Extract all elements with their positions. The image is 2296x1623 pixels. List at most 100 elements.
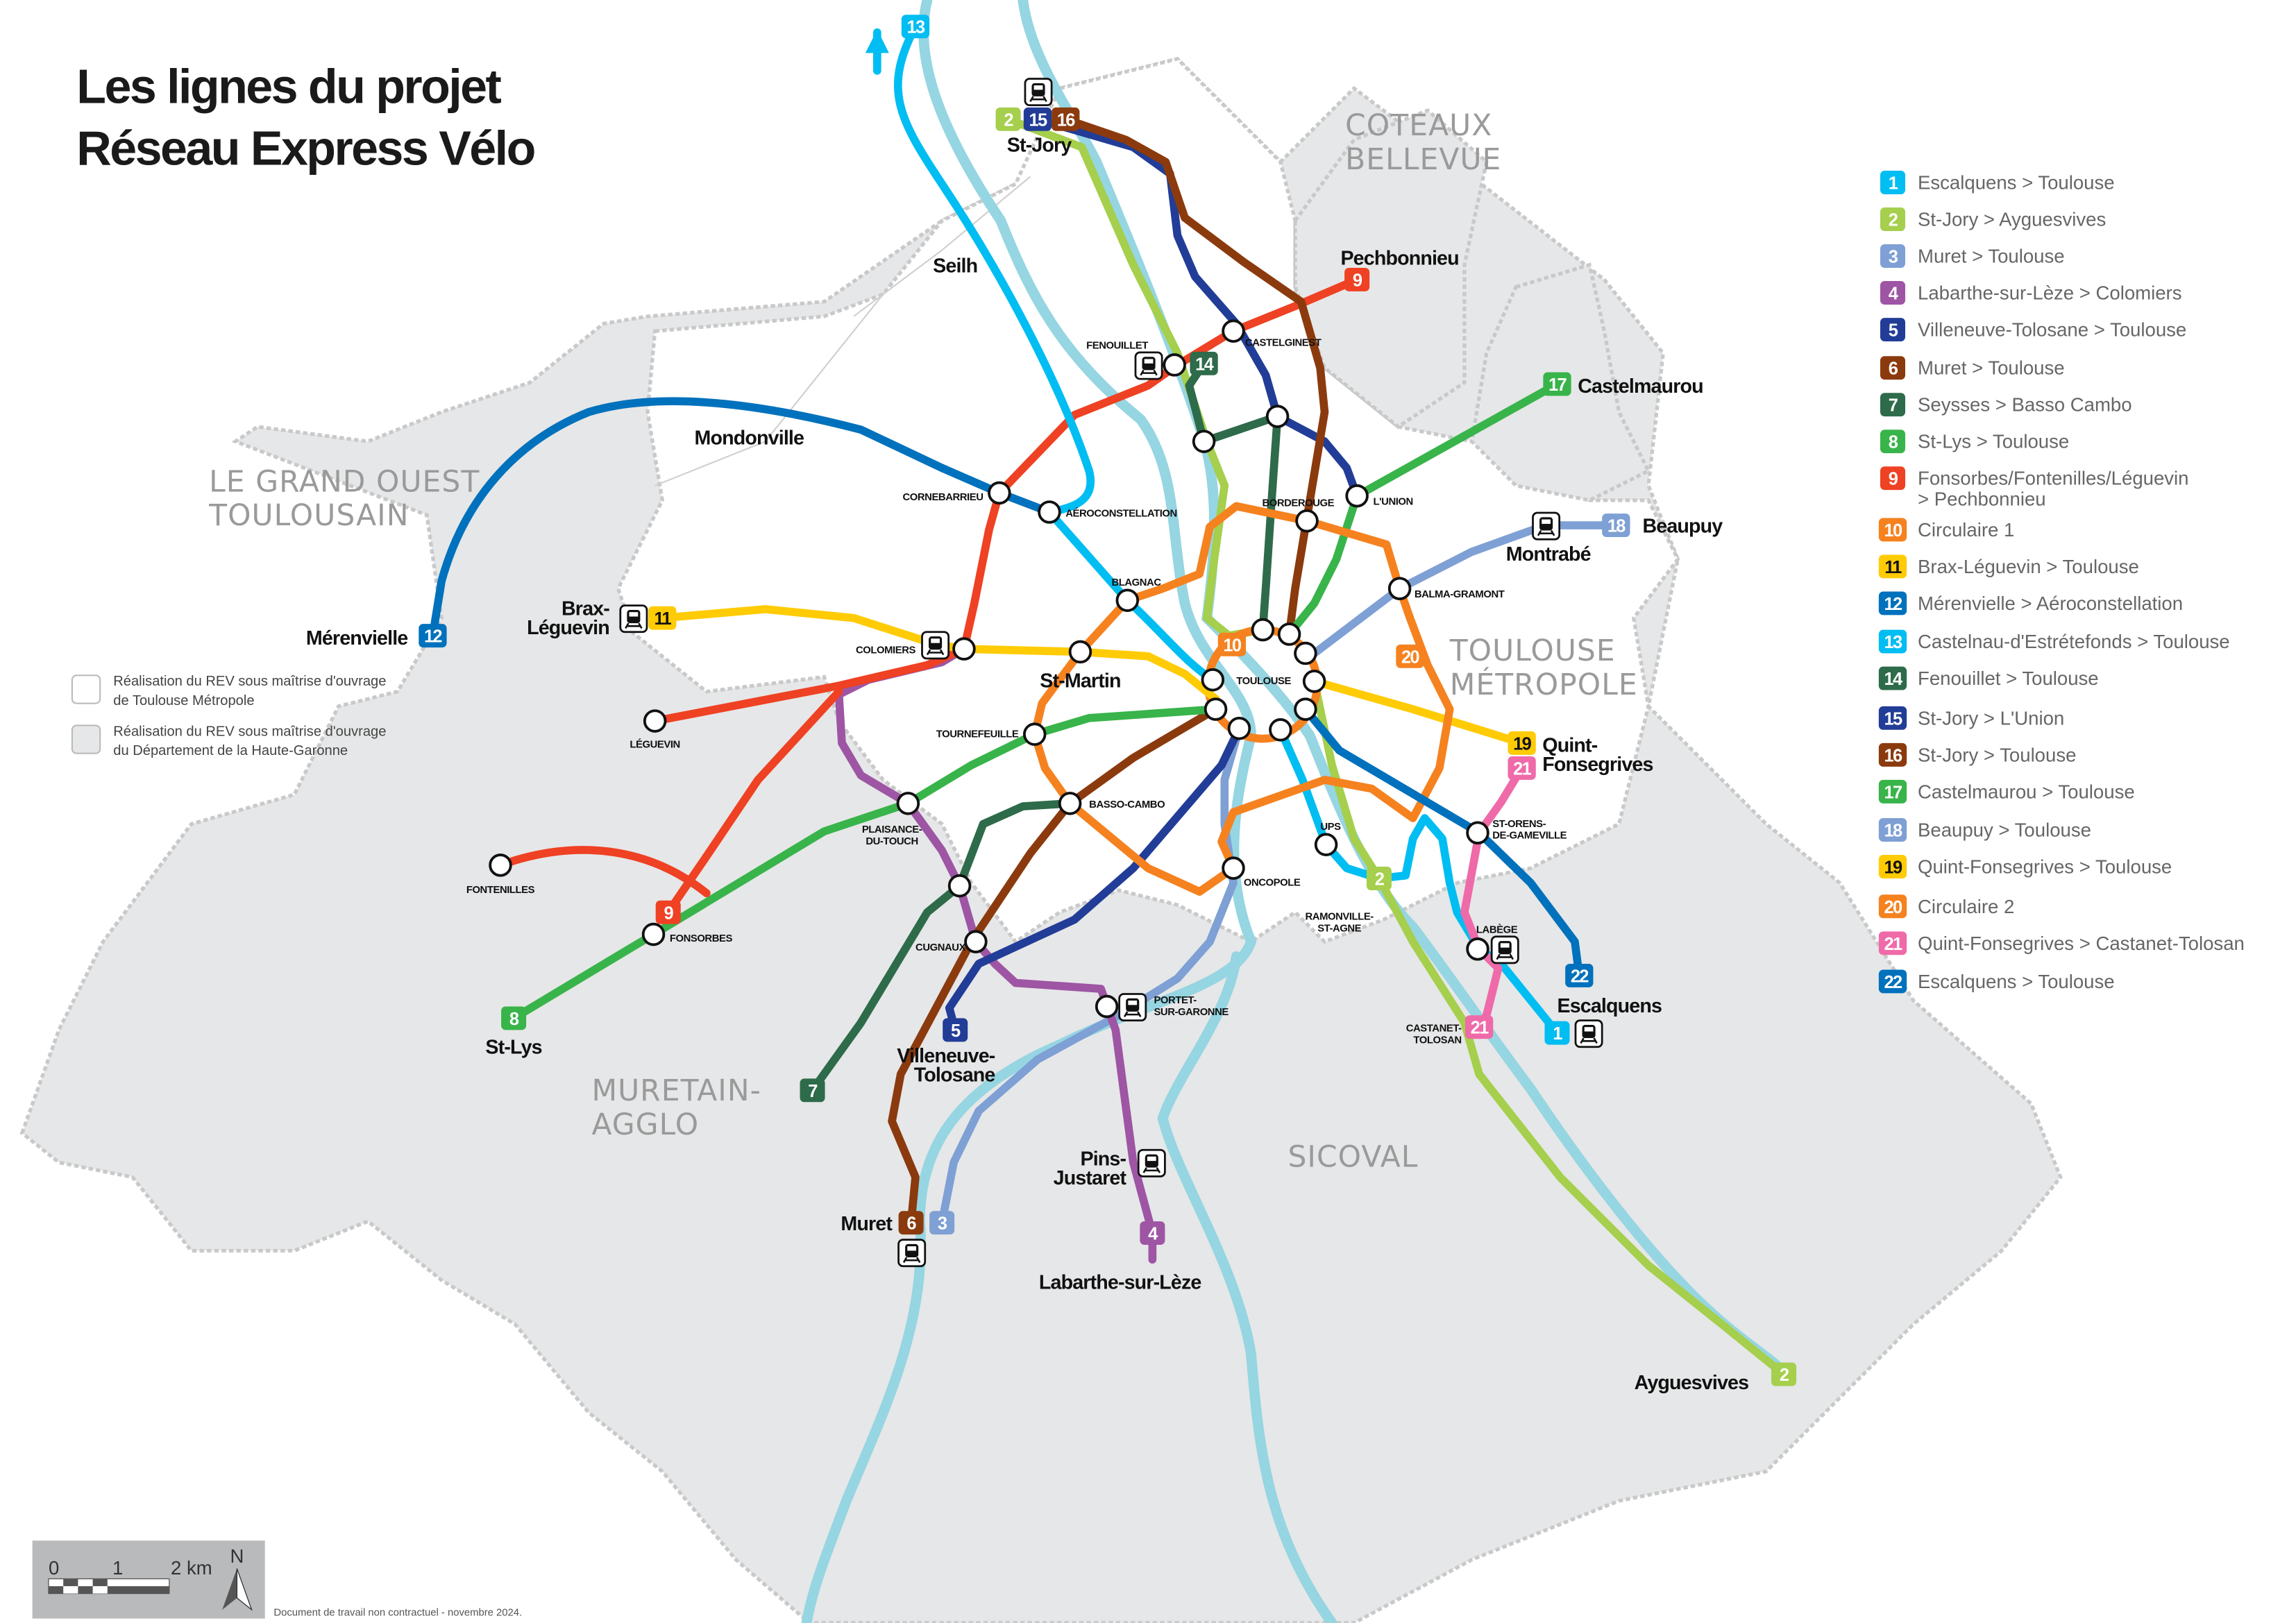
line-badge-12: 12 — [419, 624, 447, 648]
badge-bg — [1140, 1221, 1165, 1245]
legend-label: Seysses > Basso Cambo — [1918, 394, 2132, 416]
badge-bg — [929, 1211, 955, 1235]
legend-item-line-21: 21 Quint-Fonsegrives > Castanet-Tolosan — [1878, 931, 2245, 955]
badge-bg — [1544, 1021, 1570, 1045]
badge-bg — [1344, 267, 1370, 291]
legend-label: Fonsorbes/Fontenilles/Léguevin> Pechbonn… — [1918, 468, 2189, 510]
badge-bg — [800, 1078, 825, 1103]
station-label-line: DU-TOUCH — [866, 836, 918, 847]
badge-number: 21 — [1884, 935, 1902, 954]
badge-bg — [648, 606, 677, 630]
region-label-line: TOULOUSAIN — [208, 499, 409, 533]
legend-label-line: Escalquens > Toulouse — [1918, 172, 2115, 194]
station-node — [1204, 697, 1228, 721]
line-22-route — [1301, 705, 1584, 980]
badge-bg — [1190, 351, 1218, 375]
badge-number: 3 — [1889, 248, 1898, 267]
line-badge-21: 21 — [1508, 756, 1536, 780]
station-label-line: CASTANET- — [1406, 1023, 1462, 1035]
badge-bg — [1880, 430, 1906, 454]
area-legend-label-line: Réalisation du REV sous maîtrise d'ouvra… — [113, 674, 386, 689]
legend-badge: 11 — [1878, 554, 1907, 579]
town-label: Mérenvielle — [306, 627, 408, 649]
legend-item-line-9: 9 Fonsorbes/Fontenilles/Léguevin> Pechbon… — [1880, 466, 2189, 509]
legend-label: Muret > Toulouse — [1918, 246, 2065, 267]
station-label-line: TOLOSAN — [1413, 1035, 1461, 1046]
station-label: CORNEBARRIEU — [902, 492, 983, 503]
station-label: PORTET-SUR-GARONNE — [1154, 995, 1229, 1018]
town-label: Brax-Léguevin — [527, 597, 609, 639]
line-badge-9: 9 — [1344, 267, 1370, 291]
badge-number: 13 — [1884, 633, 1902, 652]
station-label: CUGNAUX — [915, 942, 966, 953]
legend-item-line-3: 3 Muret > Toulouse — [1880, 244, 2065, 268]
station-label: UPS — [1320, 822, 1341, 833]
badge-number: 10 — [1884, 521, 1902, 541]
badge-bg — [1878, 629, 1907, 654]
badge-bg — [419, 624, 447, 648]
commune-boundary — [655, 294, 884, 486]
line-13-route — [893, 22, 1217, 684]
badge-number: 9 — [1889, 470, 1898, 489]
badge-bg — [1023, 107, 1052, 131]
train-station-icon — [1134, 351, 1163, 380]
town-label: St-Jory — [1007, 134, 1072, 156]
line-badge-10: 10 — [1217, 632, 1247, 656]
line-5-route — [945, 724, 1244, 1035]
badge-number: 16 — [1057, 110, 1075, 130]
badge-number: 11 — [1884, 558, 1902, 577]
badge-bg — [1508, 731, 1536, 755]
town-label-line: Mérenvielle — [306, 627, 408, 649]
badge-bg — [1464, 1015, 1494, 1039]
line-badge-20: 20 — [1396, 644, 1424, 668]
line-badge-5: 5 — [943, 1018, 968, 1042]
badge-bg — [1880, 171, 1906, 194]
legend-badge: 8 — [1880, 430, 1906, 454]
legend-label-line: Muret > Toulouse — [1918, 357, 2065, 379]
station-nodes-layer — [489, 78, 1603, 1268]
legend-label-line: St-Lys > Toulouse — [1918, 431, 2069, 452]
badge-bg — [1771, 1362, 1797, 1386]
legend-badge: 21 — [1878, 931, 1907, 955]
line-8-route — [509, 705, 1220, 1023]
line-17-route — [1285, 380, 1562, 638]
station-node — [1115, 588, 1140, 612]
line-badge-3: 3 — [929, 1211, 955, 1235]
badge-number: 10 — [1223, 636, 1241, 655]
legend-label-line: St-Jory > Toulouse — [1918, 744, 2076, 765]
region-label-line: MÉTROPOLE — [1450, 667, 1638, 702]
town-label: Quint-Fonsegrives — [1542, 735, 1653, 776]
legend-label-line: Quint-Fonsegrives > Castanet-Tolosan — [1918, 933, 2245, 954]
badge-number: 1 — [1553, 1024, 1562, 1044]
town-label-line: Muret — [841, 1213, 893, 1235]
badge-number: 20 — [1884, 898, 1902, 917]
station-node — [1222, 856, 1245, 880]
station-label-line: FENOUILLET — [1086, 341, 1148, 352]
station-label-line: UPS — [1320, 822, 1341, 833]
badge-bg — [1880, 207, 1906, 231]
station-label: BORDEROUGE — [1262, 498, 1334, 509]
train-station-icon — [1532, 511, 1561, 541]
footer-note: Document de travail non contractuel - no… — [273, 1607, 522, 1618]
station-label: FONSORBES — [670, 933, 733, 944]
badge-number: 7 — [808, 1082, 818, 1101]
station-label-line: SUR-GARONNE — [1154, 1007, 1229, 1018]
town-label: Castelmaurou — [1578, 375, 1703, 398]
station-label-line: LÉGUEVIN — [630, 738, 679, 750]
river — [1157, 951, 1337, 1623]
legend-label-line: Seysses > Basso Cambo — [1918, 394, 2132, 416]
legend-label-line: Escalquens > Toulouse — [1918, 971, 2115, 992]
legend-label: Quint-Fonsegrives > Castanet-Tolosan — [1918, 933, 2245, 954]
town-label-line: Pins- — [1080, 1148, 1126, 1170]
